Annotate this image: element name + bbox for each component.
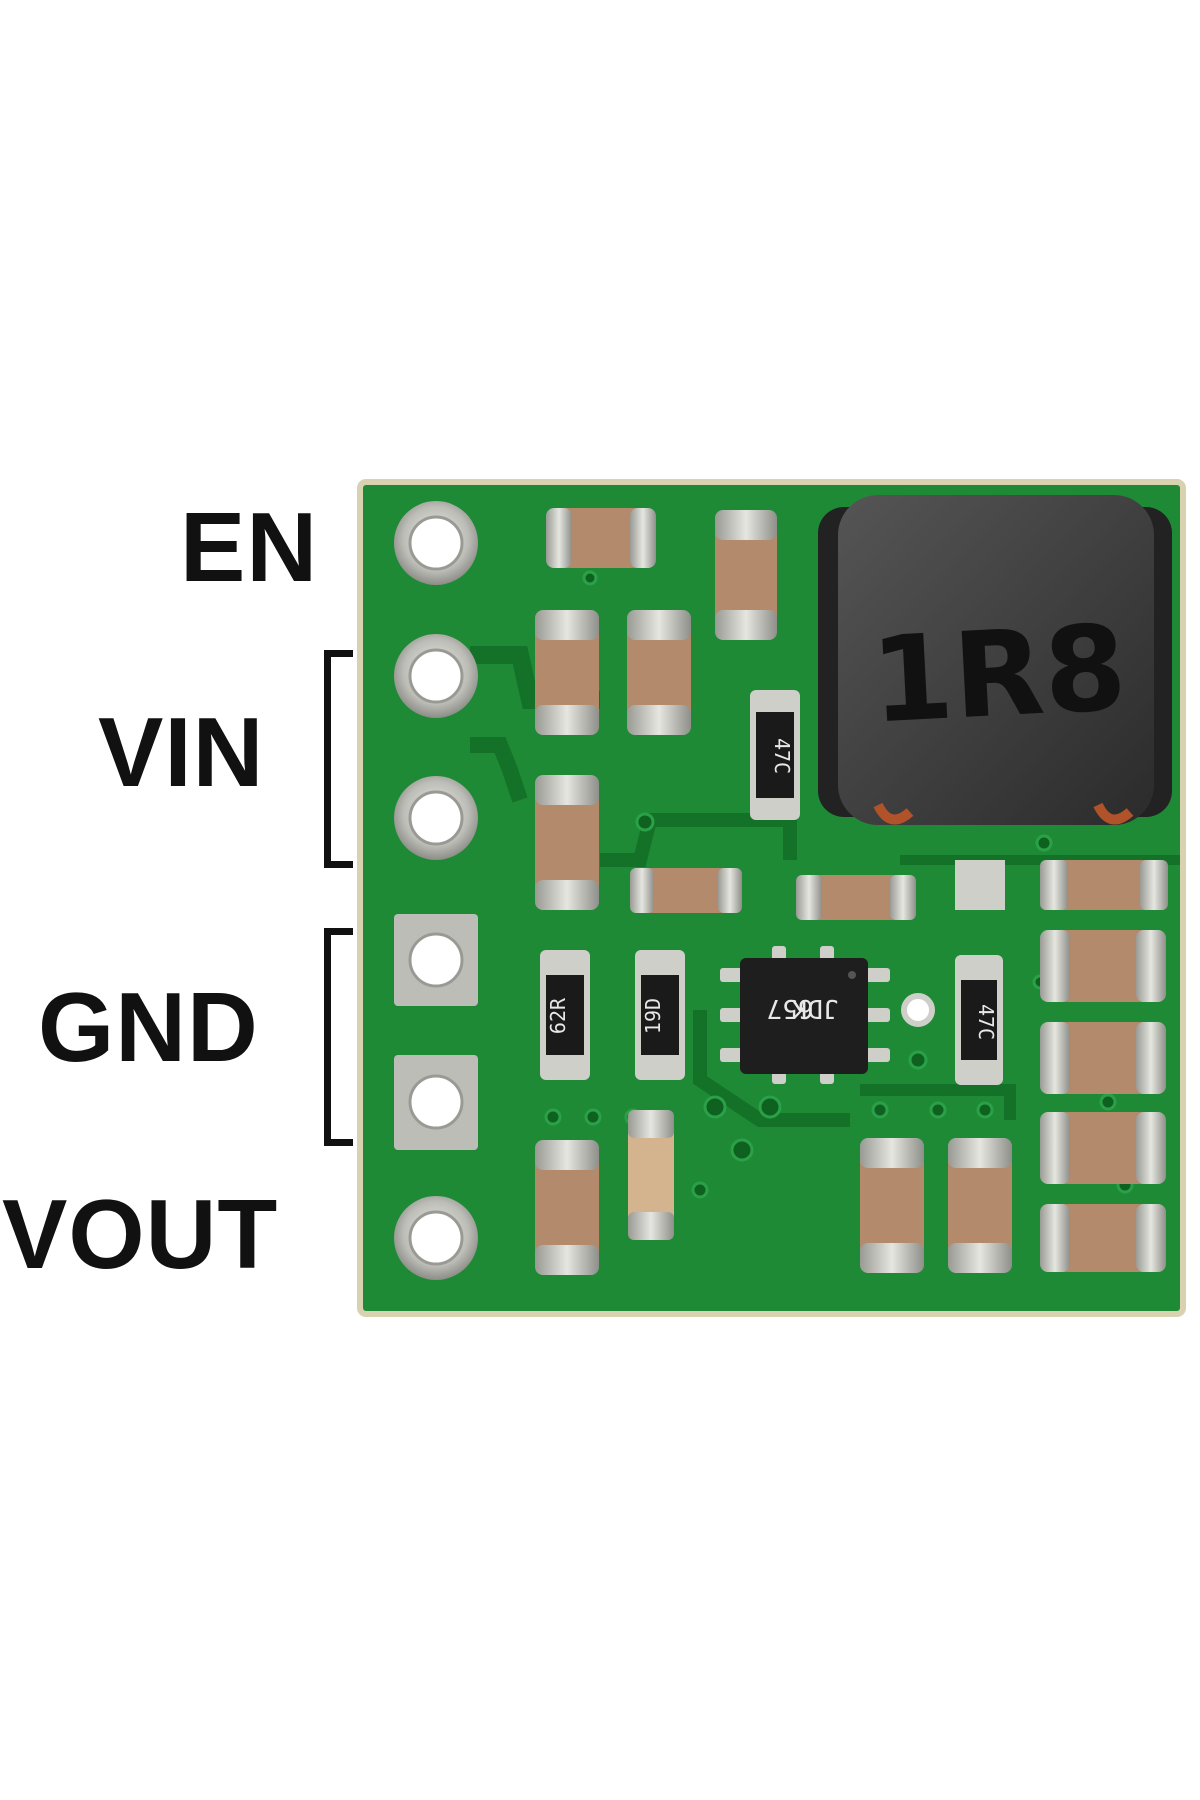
capacitor <box>715 510 777 640</box>
capacitor <box>535 610 599 735</box>
pin-hole-gnd-1 <box>394 914 478 1006</box>
test-pad <box>955 860 1005 910</box>
ic-marking-line1: JDK <box>791 993 838 1023</box>
capacitor <box>1040 1204 1166 1272</box>
capacitor <box>535 775 599 910</box>
resistor-left-1-marking: 62R <box>546 997 570 1034</box>
gnd-bracket <box>324 928 353 1146</box>
regulator-ic: JDK 657 <box>720 946 935 1084</box>
capacitor <box>860 1138 924 1273</box>
resistors: 47C 47C 62R 19D <box>540 690 1003 1085</box>
via-large <box>901 993 935 1027</box>
capacitor <box>1040 1112 1166 1184</box>
resistor-right-marking: 47C <box>974 1004 998 1040</box>
inductor: 1R8 <box>818 495 1172 825</box>
inductor-marking: 1R8 <box>868 598 1130 749</box>
resistor-left-2-marking: 19D <box>641 998 665 1034</box>
ic-marking-line2: 657 <box>767 993 814 1023</box>
pin-hole-vout <box>394 1196 478 1280</box>
pin-label-en: EN <box>180 492 319 602</box>
header-pins <box>394 501 478 1280</box>
resistor-top-marking: 47C <box>770 738 794 774</box>
pin-hole-gnd-2 <box>394 1055 478 1150</box>
capacitor <box>546 508 656 568</box>
capacitor <box>1040 930 1166 1002</box>
vin-bracket <box>324 650 353 868</box>
pin-label-vin: VIN <box>98 697 265 807</box>
capacitor <box>1040 1022 1166 1094</box>
resistor-top: 47C <box>750 690 800 820</box>
pin-label-gnd: GND <box>38 972 259 1082</box>
capacitor <box>948 1138 1012 1273</box>
capacitor <box>535 1140 599 1275</box>
pin-label-vout: VOUT <box>2 1179 279 1289</box>
resistor-left-1: 62R <box>540 950 590 1080</box>
resistor-right: 47C <box>955 955 1003 1085</box>
capacitor <box>1040 860 1168 910</box>
pin-hole-en <box>394 501 478 585</box>
capacitors <box>535 508 1168 1275</box>
pin-hole-vin-1 <box>394 634 478 718</box>
pin-hole-vin-2 <box>394 776 478 860</box>
resistor-left-2: 19D <box>635 950 685 1080</box>
capacitor <box>627 610 691 735</box>
capacitor <box>630 868 742 913</box>
capacitor <box>628 1110 674 1240</box>
capacitor <box>796 875 916 920</box>
